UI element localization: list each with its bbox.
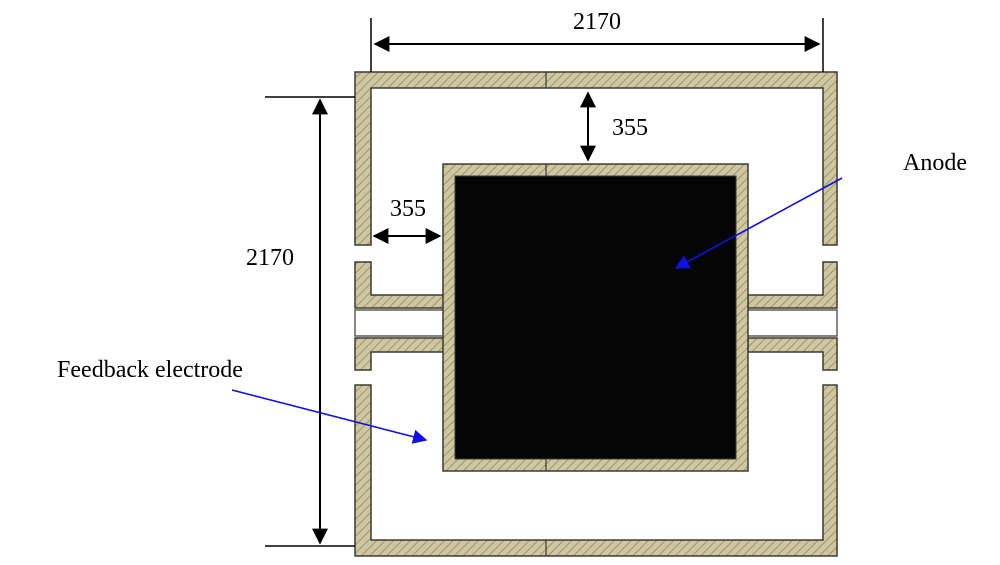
right-slot <box>737 309 838 337</box>
right-lower-stub <box>747 337 838 371</box>
top-width-label: 2170 <box>573 9 621 35</box>
outer-wall-bottom <box>354 384 838 557</box>
left-upper-stub <box>354 261 446 309</box>
dimension-lines <box>265 18 824 547</box>
right-upper-stub <box>747 261 838 309</box>
left-lower-stub <box>354 337 446 371</box>
side-gap-label: 355 <box>390 196 426 222</box>
left-height-label: 2170 <box>246 245 294 271</box>
feedback-electrode-label: Feedback electrode <box>57 357 243 383</box>
anode-block <box>442 163 749 472</box>
left-slot <box>354 309 456 337</box>
anode-label: Anode <box>903 150 967 176</box>
outer-wall-top <box>354 71 838 246</box>
feedback-pointer <box>231 389 428 444</box>
anode-pointer <box>674 177 843 269</box>
top-gap-label: 355 <box>612 115 648 141</box>
anode-core <box>454 175 737 460</box>
